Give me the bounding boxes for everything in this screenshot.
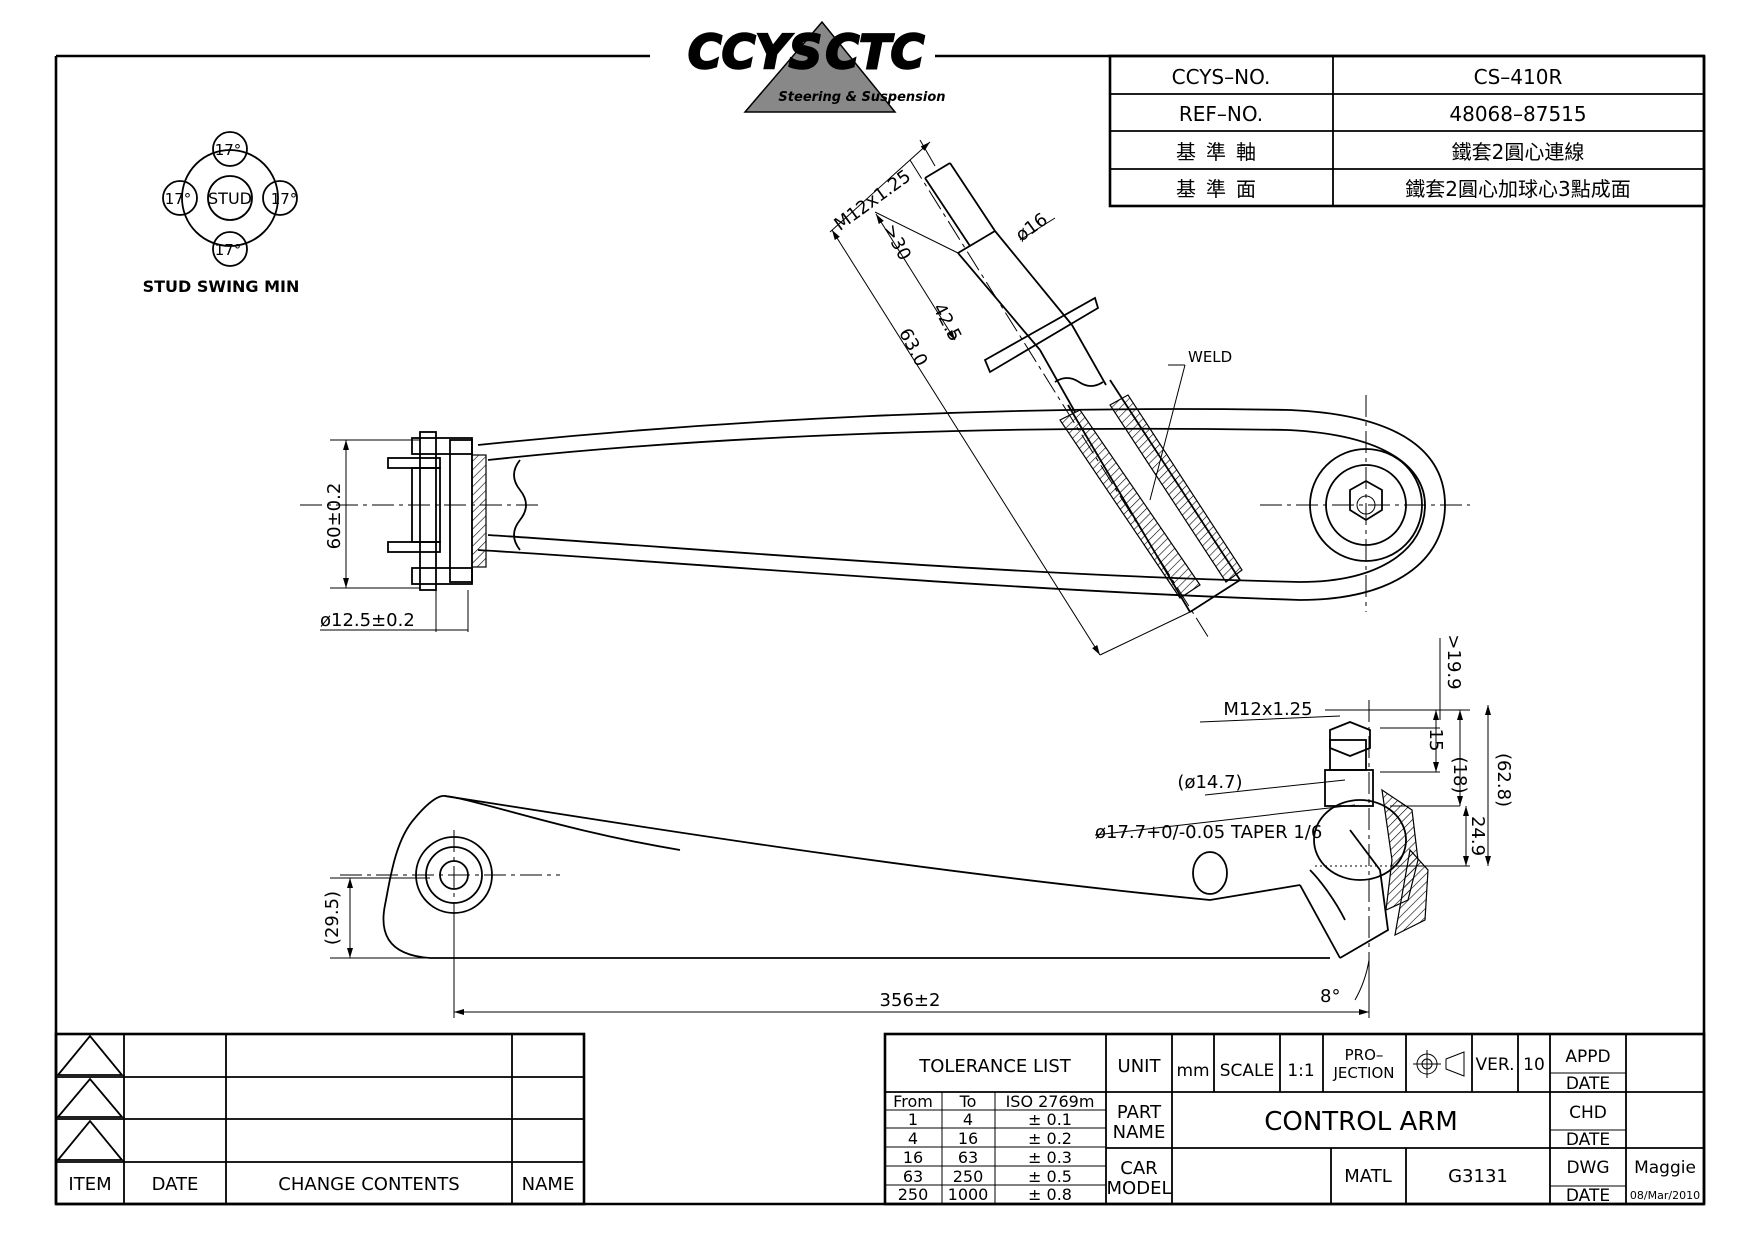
dim-8-deg: 8° [1320, 986, 1340, 1007]
logo-ctc-text: CTC [826, 25, 925, 79]
stud-swing-caption: STUD SWING MIN [143, 277, 300, 296]
dim-63: 63.0 [894, 325, 931, 370]
scale-label: SCALE [1220, 1061, 1275, 1081]
dim-phi14-7: (ø14.7) [1177, 772, 1242, 793]
dim-356: 356±2 [880, 990, 941, 1011]
tol-value: ± 0.3 [1028, 1148, 1072, 1167]
dim-19-9: >19.9 [1443, 634, 1464, 689]
tol-to: 1000 [948, 1185, 989, 1204]
col-name: NAME [522, 1174, 575, 1195]
logo-tagline: Steering & Suspension [778, 90, 945, 105]
chd-label: CHD [1569, 1103, 1607, 1123]
car-model-label-2: MODEL [1107, 1178, 1172, 1199]
swing-bottom-value: 17° [215, 241, 242, 259]
part-name-label-2: NAME [1113, 1122, 1166, 1143]
datum-plane-label: 基準面 [1176, 177, 1266, 201]
dim-60: 60±0.2 [324, 483, 345, 550]
sheet-border [54, 54, 1706, 1206]
tol-from: 1 [908, 1110, 918, 1129]
stud-label: STUD [208, 189, 252, 208]
drawn-by-value: Maggie [1634, 1158, 1696, 1178]
dim-18: (18) [1449, 757, 1470, 794]
tol-from: 4 [908, 1129, 918, 1148]
tol-to: 250 [953, 1167, 984, 1186]
version-label: VER. [1476, 1055, 1515, 1075]
tol-value: ± 0.2 [1028, 1129, 1072, 1148]
tol-header-to: To [959, 1092, 977, 1111]
tol-value: ± 0.8 [1028, 1185, 1072, 1204]
dwg-date-label: DATE [1566, 1186, 1610, 1206]
dim-m12-side: M12x1.25 [1223, 699, 1312, 720]
dim-29-5: (29.5) [322, 891, 343, 945]
tol-to: 63 [958, 1148, 978, 1167]
ccys-no-label: CCYS–NO. [1172, 65, 1271, 89]
tol-value: ± 0.5 [1028, 1167, 1072, 1186]
col-date: DATE [152, 1174, 199, 1195]
title-block: TOLERANCE LIST From To ISO 2769m 1 4 ± 0… [883, 1032, 1706, 1206]
tol-to: 16 [958, 1129, 978, 1148]
col-item: ITEM [68, 1174, 111, 1195]
scale-value: 1:1 [1287, 1061, 1314, 1081]
unit-value: mm [1176, 1061, 1209, 1081]
reference-table: CCYS–NO. CS–410R REF–NO. 48068–87515 基準軸… [1108, 54, 1706, 208]
tol-from: 250 [898, 1185, 929, 1204]
dim-phi16: ø16 [1012, 209, 1052, 246]
projection-label-1: PRO– [1345, 1046, 1384, 1064]
top-view-control-arm: 60±0.2 ø12.5±0.2 [300, 395, 1470, 632]
dim-30: >30 [879, 221, 915, 264]
chd-date-label: DATE [1566, 1130, 1610, 1150]
datum-axis-value: 鐵套2圓心連線 [1452, 140, 1585, 164]
car-model-label-1: CAR [1120, 1158, 1157, 1179]
ref-no-label: REF–NO. [1179, 102, 1263, 126]
part-name-label-1: PART [1117, 1102, 1162, 1123]
stud-swing-diagram: STUD 17° 17° 17° 17° STUD SWING MIN [143, 131, 300, 296]
col-change-contents: CHANGE CONTENTS [278, 1174, 459, 1195]
ref-no-value: 48068–87515 [1449, 102, 1586, 126]
tol-header-from: From [893, 1092, 933, 1111]
revision-table: ITEM DATE CHANGE CONTENTS NAME [54, 1032, 586, 1206]
dim-taper: ø17.7+0/-0.05 TAPER 1/6 [1095, 822, 1322, 843]
dim-m12-top: M12x1.25 [831, 166, 915, 235]
drawn-date-value: 08/Mar/2010 [1630, 1189, 1700, 1202]
dim-15: 15 [1425, 729, 1446, 752]
projection-symbol-icon [1413, 1050, 1465, 1078]
tol-to: 4 [963, 1110, 973, 1129]
unit-label: UNIT [1118, 1056, 1162, 1077]
tol-from: 63 [903, 1167, 923, 1186]
datum-axis-label: 基準軸 [1176, 140, 1266, 164]
tol-from: 16 [903, 1148, 923, 1167]
tol-value: ± 0.1 [1028, 1110, 1072, 1129]
part-name-value: CONTROL ARM [1264, 1107, 1458, 1137]
dim-24-9: 24.9 [1467, 816, 1488, 856]
appd-label: APPD [1565, 1047, 1610, 1067]
side-view-control-arm: (29.5) 356±2 8° >19.9 15 (18) 24.9 (62.8… [322, 634, 1514, 1018]
swing-right-value: 17° [271, 190, 298, 208]
weld-label: WELD [1188, 348, 1232, 366]
matl-label: MATL [1344, 1166, 1391, 1187]
matl-value: G3131 [1448, 1166, 1508, 1187]
tolerance-list-title: TOLERANCE LIST [918, 1056, 1072, 1077]
datum-plane-value: 鐵套2圓心加球心3點成面 [1405, 177, 1630, 201]
dwg-label: DWG [1566, 1158, 1609, 1178]
company-logo: CCYS CTC Steering & Suspension [687, 20, 946, 113]
swing-top-value: 17° [215, 141, 242, 159]
version-value: 10 [1523, 1055, 1545, 1075]
projection-label-2: JECTION [1333, 1064, 1395, 1082]
dim-42-5: 42.5 [928, 300, 965, 345]
tol-header-iso: ISO 2769m [1006, 1092, 1095, 1111]
logo-ccys-text: CCYS [688, 25, 822, 79]
dim-62-8: (62.8) [1493, 753, 1514, 807]
ccys-no-value: CS–410R [1474, 65, 1563, 89]
appd-date-label: DATE [1566, 1074, 1610, 1094]
swing-left-value: 17° [165, 190, 192, 208]
dim-12-5: ø12.5±0.2 [320, 610, 415, 631]
